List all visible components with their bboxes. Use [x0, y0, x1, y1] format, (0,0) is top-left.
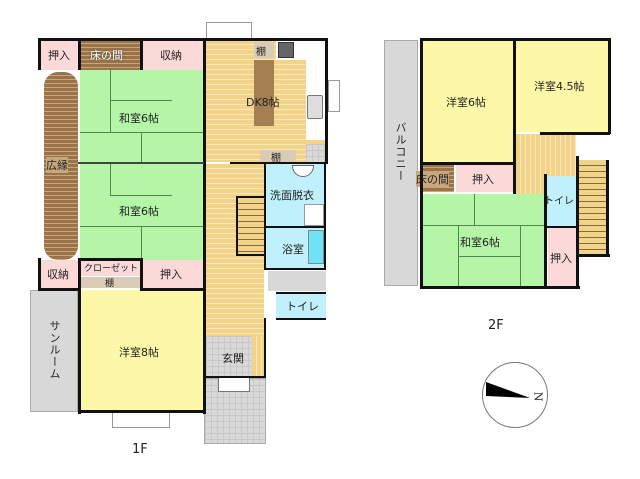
entrance-door [218, 378, 250, 392]
compass: N [482, 362, 548, 428]
utility-space [268, 271, 326, 291]
bathtub-icon [308, 230, 324, 264]
shuno-top-label: 収納 [160, 49, 182, 62]
closet-shelf [80, 277, 140, 288]
back-door-step [306, 144, 326, 162]
oshiire-2f-right [548, 228, 578, 286]
genkan-label: 玄関 [222, 352, 244, 365]
balcony [384, 40, 418, 286]
oshiire-bottom-label: 押入 [160, 268, 182, 281]
shuno-top [142, 40, 204, 70]
balcony-label: バルコニー [394, 122, 407, 182]
tokonoma [80, 40, 142, 70]
yoshitsu-8-label: 洋室8帖 [119, 346, 159, 359]
yoshitsu-4-5-label: 洋室4.5帖 [534, 80, 585, 93]
dk-label: DK8帖 [246, 96, 280, 109]
toilet-1f-label: トイレ [286, 300, 319, 313]
sunroom-label: サンルーム [48, 320, 61, 380]
washitsu-2 [80, 164, 204, 260]
toilet-2f [546, 176, 576, 226]
washitsu-1 [80, 70, 204, 162]
stairs-1f [236, 196, 264, 256]
compass-north-label: N [531, 391, 545, 402]
oshiire-2f-top [456, 164, 514, 192]
dk-bottom-shelf [260, 150, 296, 162]
yoshitsu-8 [80, 290, 204, 412]
yoshitsu-6 [422, 40, 514, 162]
toilet-1f [276, 294, 326, 318]
window-dk-right [328, 80, 340, 112]
hiroen-label: 広縁 [46, 157, 68, 173]
oshiire-2f-right-label: 押入 [550, 252, 572, 265]
washitsu-1-label: 和室6帖 [119, 112, 159, 125]
closet [80, 260, 140, 276]
stove-icon [278, 42, 294, 58]
sunroom [30, 290, 78, 412]
bathroom-label: 浴室 [282, 243, 304, 256]
compass-needle-icon [486, 382, 530, 398]
kitchen-shelf [254, 42, 274, 58]
senmen-label: 洗面脱衣 [270, 189, 314, 202]
stairs-2f [578, 160, 608, 254]
toilet-2f-label: トイレ [544, 196, 574, 207]
washitsu-2f [422, 194, 546, 286]
washitsu-2f-label: 和室6帖 [460, 236, 500, 249]
dk-bottom-shelf-label: 棚 [271, 153, 281, 164]
oshiire-bottom [142, 260, 204, 288]
washer-icon [304, 204, 324, 226]
kitchen-island [254, 60, 274, 126]
shuno-bottom-label: 収納 [47, 268, 69, 281]
kitchen-shelf-label: 棚 [256, 47, 266, 58]
oshiire-top-label: 押入 [48, 49, 70, 62]
tokonoma-2f-label: 床の間 [416, 171, 449, 187]
yoshitsu-6-label: 洋室6帖 [446, 96, 486, 109]
shuno-bottom [40, 260, 78, 290]
genkan-step [252, 336, 264, 376]
floor-plan-1f: サンルーム 押入 床の間 収納 広縁 和室6帖 和室6帖 収納 クローゼット 棚… [30, 22, 340, 457]
oshiire-2f-top-label: 押入 [472, 173, 494, 186]
sink-icon [307, 95, 323, 119]
tokonoma-label: 床の間 [90, 49, 123, 62]
floor-plan-2f: バルコニー 洋室6帖 洋室4.5帖 床の間 押入 トイレ 和室6帖 押入 2F … [370, 0, 640, 479]
yoshitsu-4-5 [516, 40, 608, 132]
oshiire-top [40, 40, 78, 70]
floor-2f-label: 2F [488, 318, 504, 333]
window-yoshitsu [112, 412, 170, 428]
floor-1f-label: 1F [132, 442, 148, 457]
closet-label: クローゼット [84, 264, 139, 274]
closet-shelf-label: 棚 [105, 279, 115, 289]
washitsu-2-label: 和室6帖 [119, 205, 159, 218]
